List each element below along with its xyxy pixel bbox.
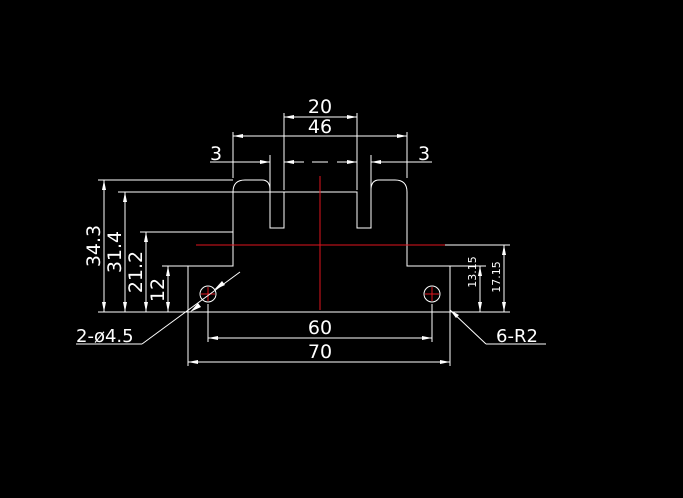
arrow <box>123 302 127 312</box>
arrow <box>190 303 201 312</box>
part-outline <box>187 155 451 313</box>
dim-text-1315: 13.15 <box>466 256 479 288</box>
arrow <box>347 115 357 119</box>
hole-left <box>199 285 217 303</box>
arrow <box>478 266 482 276</box>
dim-text-12: 12 <box>147 278 169 302</box>
callout-holes: 2-ø4.5 <box>76 326 134 347</box>
arrow <box>397 134 407 138</box>
dim-text-212: 21.2 <box>125 251 147 293</box>
arrow <box>166 266 170 276</box>
arrow <box>450 310 459 318</box>
outline-path <box>187 179 451 313</box>
arrow <box>144 232 148 242</box>
top-dimensions: 20 46 3 3 <box>210 96 432 190</box>
dim-text-70: 70 <box>308 341 332 363</box>
arrow <box>502 245 506 255</box>
dim-text-20: 20 <box>308 96 332 118</box>
hole-right <box>423 285 441 303</box>
arrow <box>502 302 506 312</box>
dim-text-314: 31.4 <box>104 231 126 273</box>
arrow <box>166 302 170 312</box>
arrow <box>233 134 243 138</box>
callout-radii: 6-R2 <box>496 326 538 347</box>
callouts: 2-ø4.5 6-R2 <box>76 271 546 347</box>
arrow <box>284 160 294 164</box>
arrow <box>371 160 381 164</box>
dim-text-1715: 17.15 <box>490 261 503 293</box>
dim-text-343: 34.3 <box>83 225 105 267</box>
center-lines <box>196 176 445 310</box>
arrow <box>440 360 450 364</box>
arrow <box>208 336 218 340</box>
dim-text-46: 46 <box>308 116 332 138</box>
right-height-dimensions: 13.15 17.15 <box>445 244 510 313</box>
arrow <box>214 281 225 290</box>
arrow <box>284 115 294 119</box>
arrow <box>478 302 482 312</box>
bottom-dimensions: 60 70 <box>187 304 451 366</box>
arrow <box>422 336 432 340</box>
arrow <box>102 302 106 312</box>
arrow <box>188 360 198 364</box>
dim-text-3-right: 3 <box>418 143 430 165</box>
arrow <box>102 180 106 190</box>
arrow <box>347 160 357 164</box>
arrow <box>260 160 270 164</box>
arrow <box>123 192 127 202</box>
dim-text-60: 60 <box>308 317 332 339</box>
left-height-dimensions: 34.3 31.4 21.2 12 <box>83 179 284 313</box>
arrow <box>144 302 148 312</box>
dim-text-3-left: 3 <box>210 143 222 165</box>
